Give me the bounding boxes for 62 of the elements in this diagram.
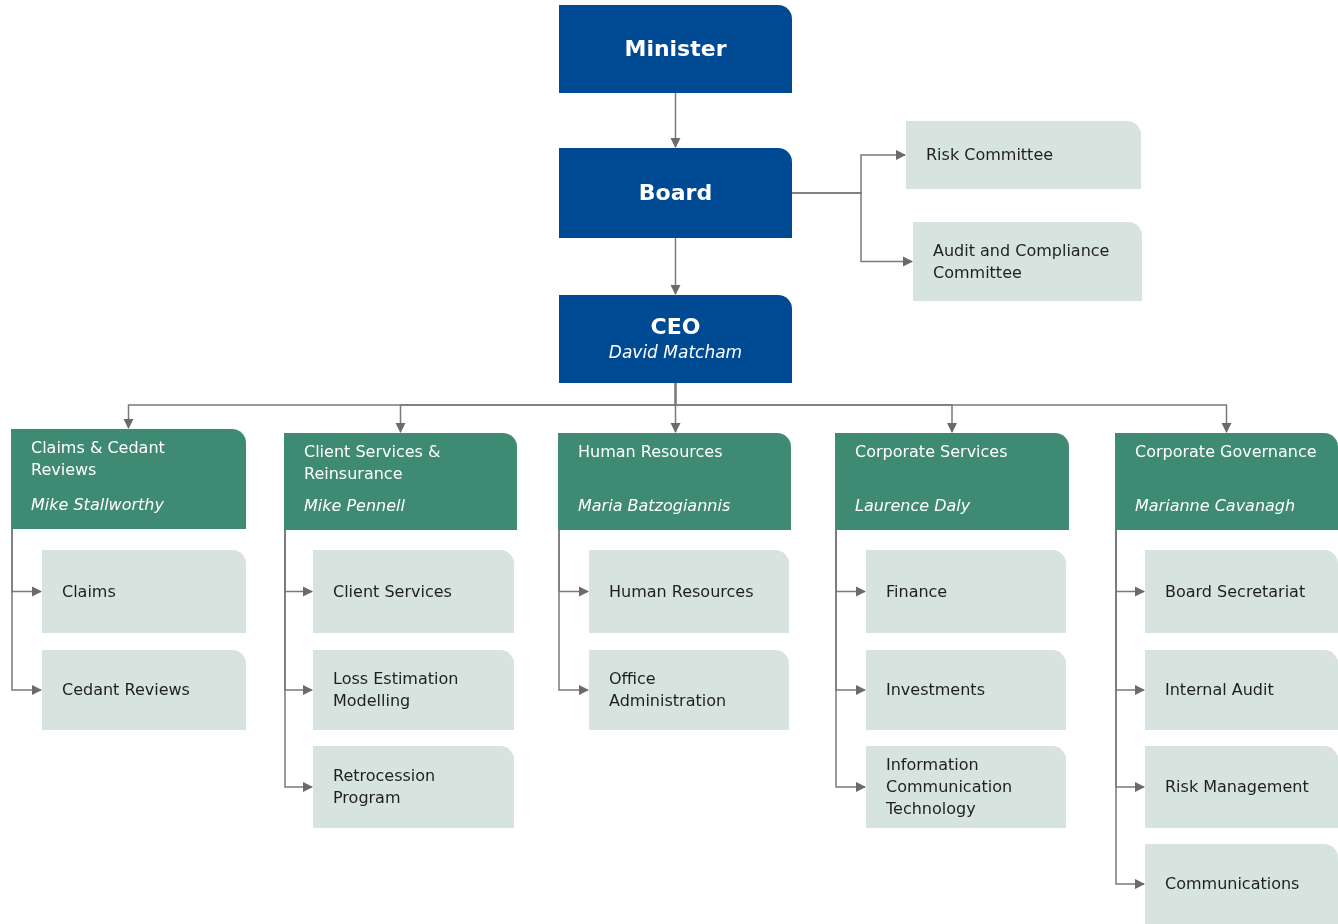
unit-label: Internal Audit <box>1165 679 1274 701</box>
box-title: CEO <box>650 312 701 340</box>
department-box <box>558 433 791 530</box>
department-box <box>11 429 246 529</box>
unit-box <box>866 746 1066 828</box>
person-name: Mike Pennell <box>304 495 406 517</box>
department-title: Claims & Cedant Reviews <box>31 437 166 481</box>
department-title: Corporate Governance <box>1135 441 1318 463</box>
department-box <box>284 433 517 530</box>
unit-box <box>313 650 514 730</box>
unit-box <box>313 746 514 828</box>
unit-label: Client Services <box>333 580 452 603</box>
unit-label: Cedant Reviews <box>62 679 190 701</box>
unit-box <box>1145 844 1338 924</box>
arrow <box>670 92 681 149</box>
unit-label: Office Administration <box>609 668 728 712</box>
unit-label: Finance <box>886 580 948 603</box>
department-title: Human Resources <box>578 441 724 463</box>
department-title: Client Services & Reinsurance <box>304 441 442 485</box>
unit-box <box>589 650 789 730</box>
unit-label: Claims <box>62 580 116 603</box>
arrow <box>284 529 314 793</box>
arrow <box>11 528 43 696</box>
unit-label: Risk Management <box>1165 776 1309 798</box>
unit-label: Communications <box>1165 873 1300 895</box>
box-title: Minister <box>624 35 727 63</box>
unit-box <box>1145 550 1338 633</box>
unit-box <box>313 550 514 633</box>
unit-box <box>42 650 246 730</box>
department-box <box>1115 433 1338 530</box>
person-name: Laurence Daly <box>855 495 972 517</box>
person-name: Maria Batzogiannis <box>578 495 732 517</box>
unit-label: Board Secretariat <box>1165 580 1306 603</box>
unit-label: Retrocession Program <box>333 765 437 809</box>
unit-box <box>42 550 246 633</box>
org-box <box>559 148 792 238</box>
arrow <box>674 382 1232 434</box>
department-title: Corporate Services <box>855 441 1009 463</box>
org-box <box>559 5 792 93</box>
unit-label: Risk Committee <box>926 144 1054 166</box>
unit-label: Audit and Compliance Committee <box>933 239 1111 284</box>
arrow <box>558 529 590 696</box>
unit-box <box>589 550 789 633</box>
committee-box <box>913 222 1142 301</box>
committee-box <box>906 121 1141 189</box>
org-box <box>559 295 792 383</box>
unit-box <box>866 650 1066 730</box>
person-name: David Matcham <box>608 341 743 364</box>
unit-box <box>1145 746 1338 828</box>
unit-label: Human Resources <box>609 580 754 603</box>
unit-box <box>1145 650 1338 730</box>
arrow <box>670 237 681 296</box>
unit-label: Information Communication Technology <box>886 754 1014 820</box>
arrow <box>835 529 867 793</box>
person-name: Mike Stallworthy <box>31 494 165 516</box>
box-title: Board <box>638 179 713 207</box>
arrow <box>791 192 914 267</box>
unit-label: Loss Estimation Modelling <box>333 668 460 712</box>
person-name: Marianne Cavanagh <box>1135 495 1297 517</box>
department-box <box>835 433 1069 530</box>
unit-box <box>866 550 1066 633</box>
unit-label: Investments <box>886 679 985 701</box>
